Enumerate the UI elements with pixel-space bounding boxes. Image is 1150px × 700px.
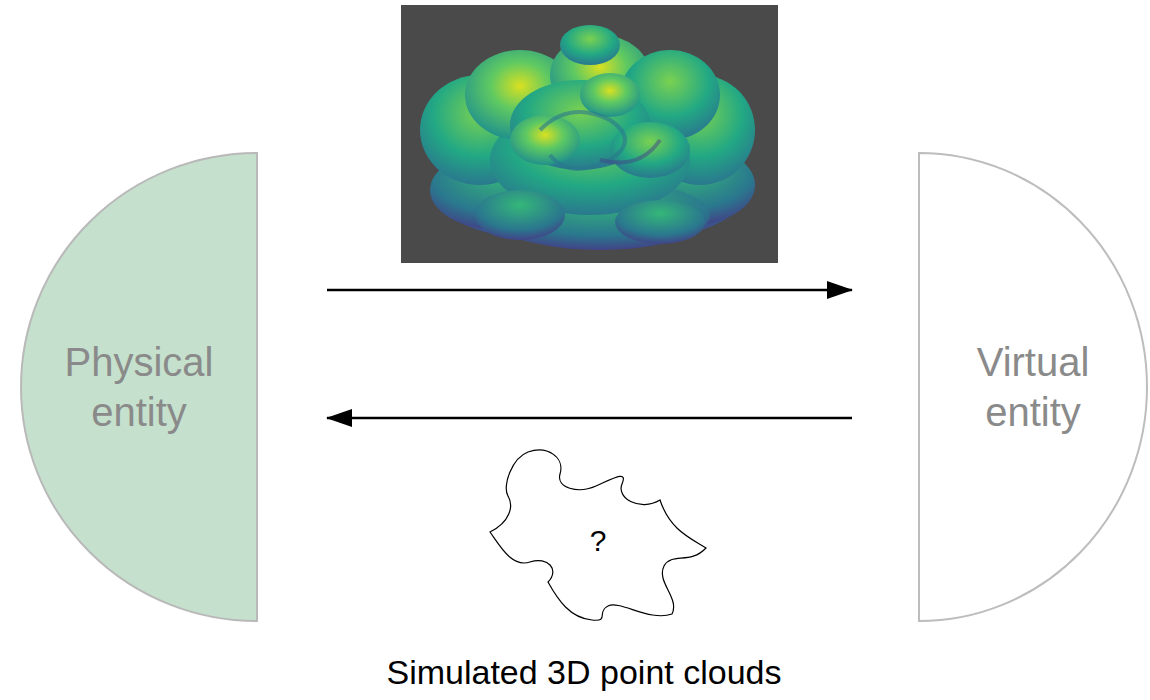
puzzle-piece [490, 450, 706, 620]
render-background [401, 5, 778, 263]
physical-half-circle: Physical entity [20, 152, 258, 622]
virtual-half-circle: Virtual entity [918, 152, 1148, 622]
entity-label: Virtual entity [938, 337, 1128, 437]
flow-arrow [327, 417, 852, 420]
entity-label: Physical entity [44, 337, 234, 437]
point-cloud-render [420, 25, 755, 250]
caption: Simulated 3D point clouds [386, 655, 781, 689]
half-circle-outline [20, 152, 258, 622]
flow-arrow [327, 289, 852, 292]
half-circle-outline [918, 152, 1148, 622]
question-mark: ? [590, 526, 607, 556]
